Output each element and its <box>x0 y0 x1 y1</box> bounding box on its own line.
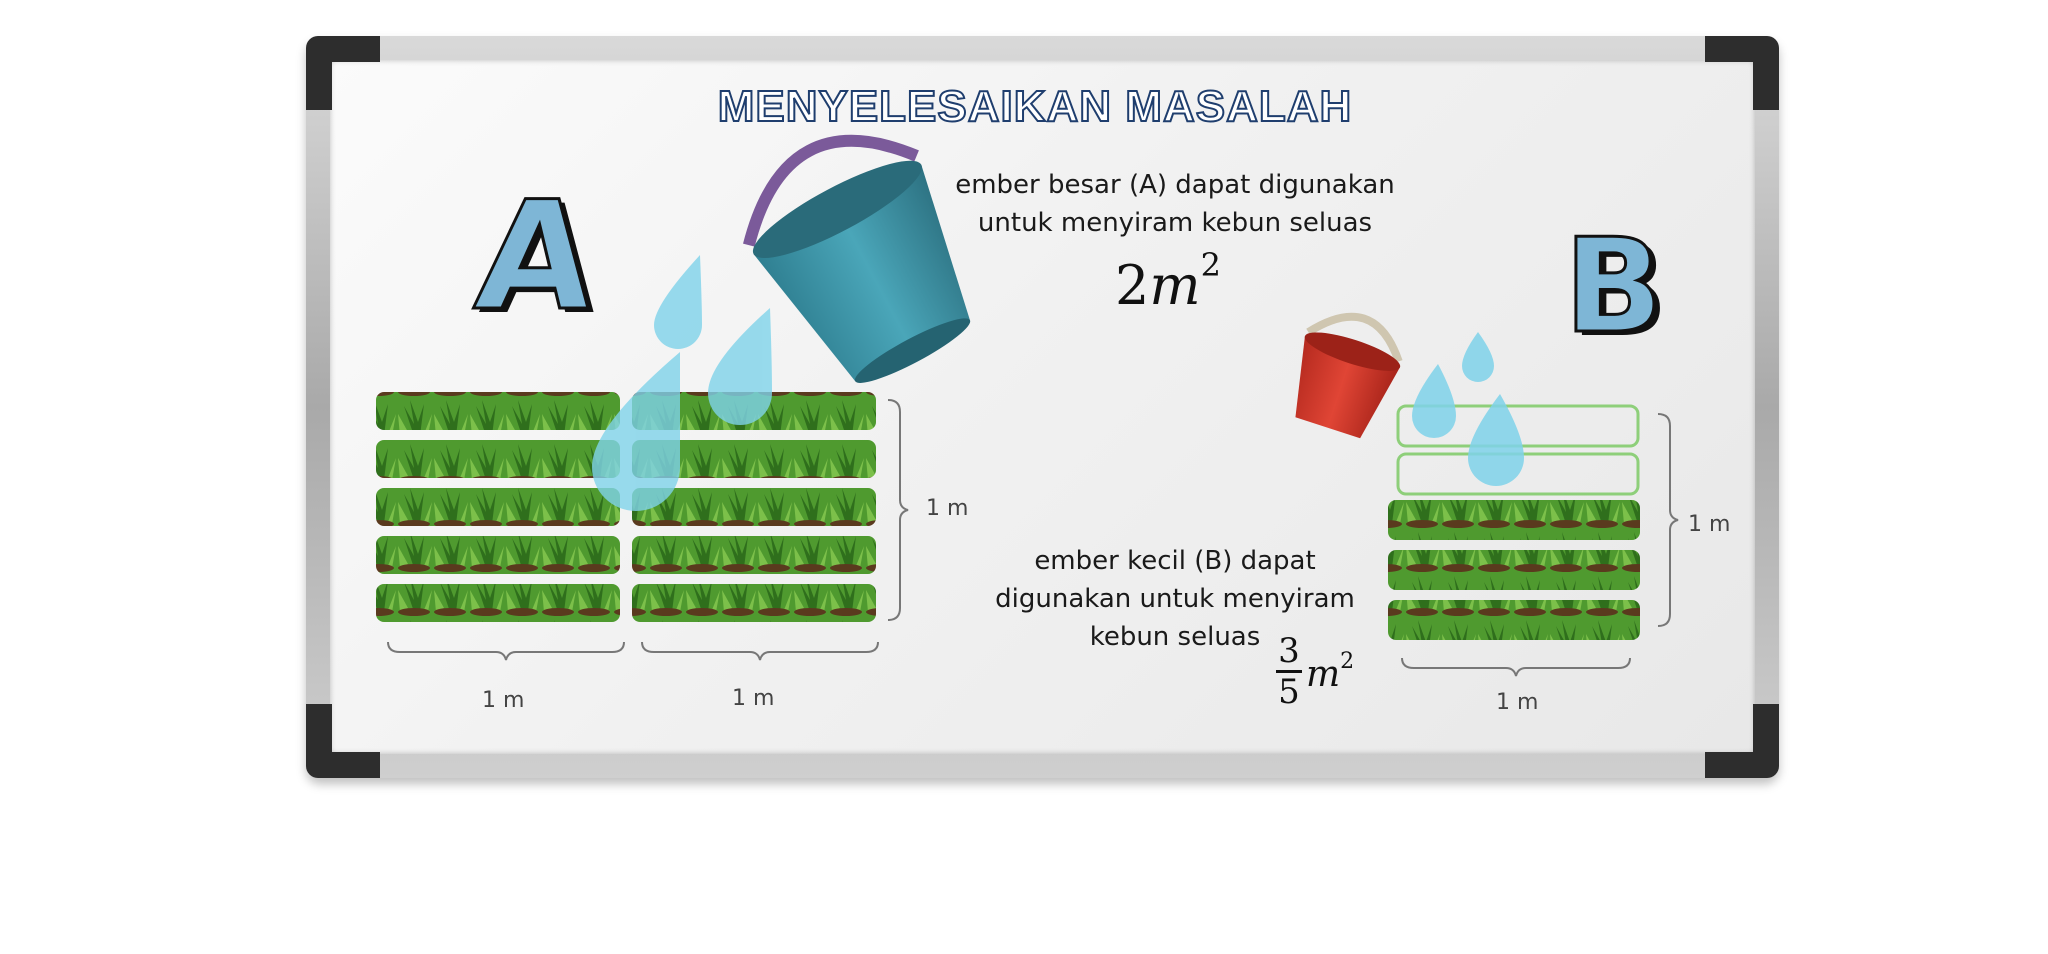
label-b-height: 1 m <box>1688 512 1731 537</box>
description-b-line2: digunakan untuk menyiram <box>995 584 1355 614</box>
description-b-line3: kebun seluas <box>1089 622 1261 652</box>
area-a-unit: m <box>1149 254 1201 317</box>
area-b-numerator: 3 <box>1278 631 1300 671</box>
water-drops-a <box>592 255 772 511</box>
label-a-width-left: 1 m <box>482 688 525 713</box>
description-b-line1: ember kecil (B) dapat <box>1034 546 1316 576</box>
garden-a-left <box>376 392 620 622</box>
brace-b-width <box>1401 657 1631 677</box>
water-drops-b <box>1412 332 1524 486</box>
description-a: ember besar (A) dapat digunakan untuk me… <box>925 166 1425 242</box>
area-b-exp: 2 <box>1340 648 1355 674</box>
label-b-width: 1 m <box>1496 690 1539 715</box>
area-a-exp: 2 <box>1200 246 1221 284</box>
area-b-unit: m <box>1306 653 1341 695</box>
label-a-height: 1 m <box>926 496 969 521</box>
area-b: 3 5 m2 <box>1276 632 1354 711</box>
brace-a-width-left <box>387 641 625 661</box>
brace-a-width-right <box>641 641 879 661</box>
description-a-line2: untuk menyiram kebun seluas <box>977 208 1373 238</box>
label-a-width-right: 1 m <box>732 686 775 711</box>
garden-b <box>1388 404 1640 640</box>
brace-a-height <box>887 399 909 621</box>
page-title: MENYELESAIKAN MASALAH <box>717 81 1353 132</box>
bucket-b <box>1295 312 1403 439</box>
description-a-line1: ember besar (A) dapat digunakan <box>955 170 1395 200</box>
area-b-denominator: 5 <box>1278 672 1300 712</box>
area-a: 2m2 <box>1115 246 1221 317</box>
description-b: ember kecil (B) dapat digunakan untuk me… <box>980 542 1370 656</box>
bucket-a <box>743 134 971 383</box>
letter-b: B <box>1562 209 1664 364</box>
area-a-coef: 2 <box>1115 254 1150 317</box>
brace-b-height <box>1657 413 1679 627</box>
fraction-bar <box>1276 670 1302 673</box>
